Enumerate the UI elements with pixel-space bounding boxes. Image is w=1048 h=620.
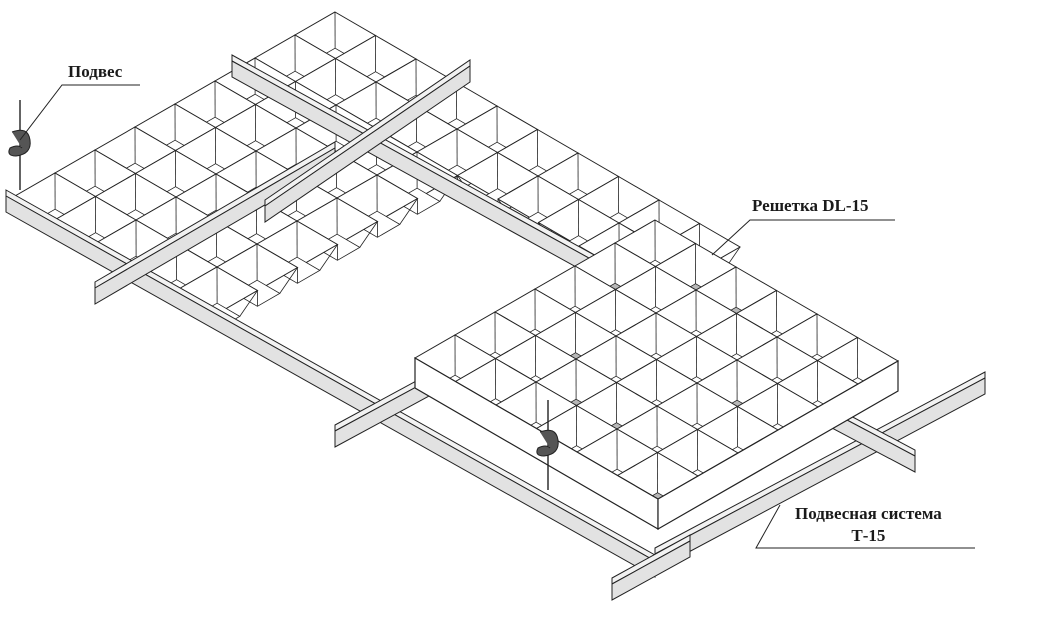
hanger-label: Подвес <box>68 62 123 81</box>
grid-cell-edge <box>239 290 258 317</box>
suspension-system-label-line2: Т-15 <box>851 526 886 545</box>
grid-cell-edge <box>319 244 338 271</box>
leader-lines <box>19 84 975 549</box>
main-rail-front-web <box>5 195 656 578</box>
cross-rail-end-web <box>611 540 691 601</box>
grid-label: Решетка DL-15 <box>752 196 869 215</box>
dl15-grid-panel <box>414 219 899 531</box>
grid-cell-edge <box>359 221 378 248</box>
suspension-system-label-line1: Подвесная система <box>795 504 942 523</box>
suspension-system-label: Подвесная система Т-15 <box>795 503 942 547</box>
system-leader-line <box>755 504 975 549</box>
grid-leader-line <box>711 219 895 256</box>
hanger-left-clip <box>8 129 31 157</box>
hanger-leader-line <box>19 84 140 141</box>
hanger-front-clip <box>536 429 559 457</box>
back-cross-rail-web <box>264 65 471 223</box>
grid-cell-edge <box>399 198 418 225</box>
grid-cell-edge <box>279 267 298 294</box>
t15-suspension-rails <box>5 54 986 601</box>
hangers <box>8 100 559 490</box>
panel-frame-side <box>657 359 899 531</box>
